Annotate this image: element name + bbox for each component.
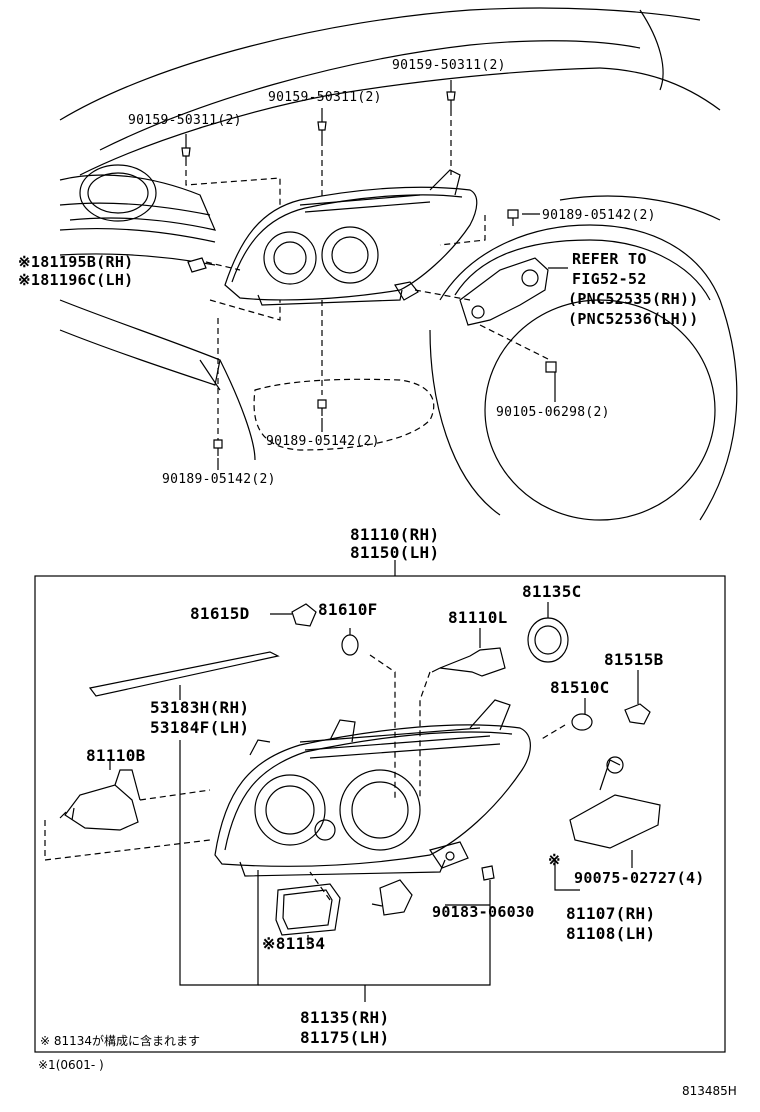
label-unit-lh: 81175(LH)	[300, 1028, 390, 1047]
upper-leader-lines	[185, 110, 551, 440]
label-bracket-clip: 90183-06030	[432, 903, 535, 921]
upper-bracket-drawing	[394, 257, 549, 326]
label-bolt-top: 90159-50311(2)	[392, 58, 506, 73]
label-refer-4: (PNC52536(LH))	[568, 310, 699, 328]
label-clip-middle: 90189-05142(2)	[266, 434, 380, 449]
label-retainer-rh: ※181195B(RH)	[18, 253, 134, 271]
upper-solid-leaders	[185, 80, 568, 470]
label-ballast-lh: 81108(LH)	[566, 924, 656, 943]
molding-strip-drawing	[88, 651, 280, 697]
label-bolt-middle: 90159-50311(2)	[268, 90, 382, 105]
label-molding-rh: 53183H(RH)	[150, 698, 250, 717]
figure-id: 813485H	[682, 1084, 737, 1098]
lower-leader-lines	[44, 654, 566, 901]
lower-assembly-frame	[34, 575, 726, 1053]
label-bulb-main: 81110B	[86, 746, 146, 765]
label-socket-side: 81515B	[604, 650, 664, 669]
label-ballast-rh: 81107(RH)	[566, 904, 656, 923]
label-cap: 81135C	[522, 582, 582, 601]
date-note: ※1(0601- )	[38, 1058, 104, 1072]
label-retainer-lh: ※181196C(LH)	[18, 271, 134, 289]
label-gasket: ※81134	[262, 934, 326, 953]
label-clip-right: 90189-05142(2)	[542, 208, 656, 223]
label-refer-2: FIG52-52	[572, 270, 647, 288]
fog-lamp-outline	[253, 378, 435, 451]
lower-headlamp-drawing	[214, 699, 531, 877]
label-ballast-screw: 90075-02727(4)	[574, 869, 705, 887]
label-screw: 90105-06298(2)	[496, 405, 610, 420]
label-clip-bottom: 90189-05142(2)	[162, 472, 276, 487]
label-assy-rh: 81110(RH)	[350, 525, 440, 544]
label-hid-bulb: 81110L	[448, 608, 508, 627]
label-assy-lh: 81150(LH)	[350, 543, 440, 562]
label-molding-lh: 53184F(LH)	[150, 718, 250, 737]
vehicle-body-outline	[59, 7, 738, 521]
label-bolt-left: 90159-50311(2)	[128, 113, 242, 128]
lower-solid-leaders	[109, 602, 639, 1002]
upper-headlamp-drawing	[224, 169, 478, 306]
label-bulb-side: 81510C	[550, 678, 610, 697]
label-ballast-mark: ※	[548, 851, 561, 869]
upper-fasteners	[181, 91, 557, 456]
lower-parts-drawings	[59, 603, 661, 936]
label-refer-1: REFER TO	[572, 250, 647, 268]
label-bulb-small: 81610F	[318, 600, 378, 619]
label-unit-rh: 81135(RH)	[300, 1008, 390, 1027]
label-socket: 81615D	[190, 604, 250, 623]
label-refer-3: (PNC52535(RH))	[568, 290, 699, 308]
footnote: ※ 81134が構成に含まれます	[40, 1034, 201, 1048]
